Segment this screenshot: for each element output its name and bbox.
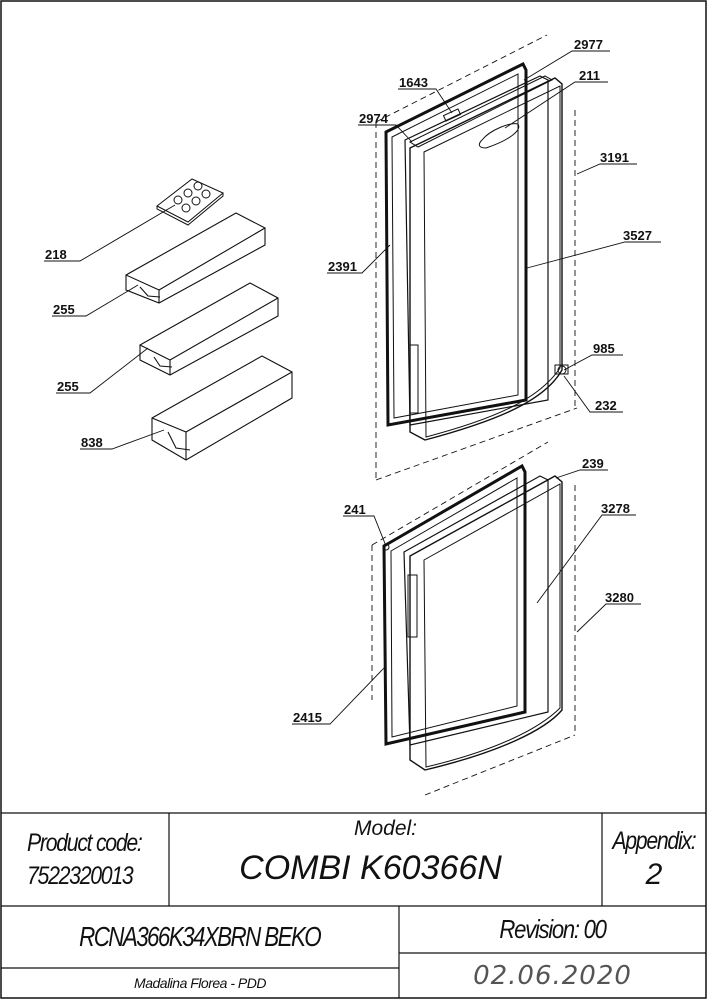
title-block-grid (1, 812, 706, 998)
date: 02.06.2020 (473, 960, 632, 991)
callout-3280: 3280 (605, 590, 634, 605)
callout-3278: 3278 (601, 501, 630, 516)
door-balcony-1 (125, 212, 266, 304)
callout-1643: 1643 (399, 75, 428, 90)
callout-3527: 3527 (623, 228, 652, 243)
upper-door-assembly (375, 34, 578, 481)
callout-241: 241 (344, 502, 366, 517)
callout-232: 232 (595, 398, 617, 413)
upper-door-liner (404, 75, 549, 426)
upper-alignment-dash (375, 34, 548, 123)
callout-255-second: 255 (57, 379, 79, 394)
door-balcony-3 (151, 355, 293, 461)
appendix-cell: Appendix: 2 (602, 813, 706, 906)
lower-door-assembly (371, 441, 576, 796)
callout-985: 985 (593, 341, 615, 356)
lower-door-gasket (382, 463, 527, 746)
model-value: COMBI K60366N (239, 849, 502, 887)
callout-2974: 2974 (359, 111, 389, 126)
callout-2391: 2391 (328, 259, 357, 274)
leader-lines (44, 50, 661, 725)
appendix-label: Appendix: (612, 827, 696, 855)
egg-tray (156, 178, 224, 226)
upper-door-panel (409, 77, 563, 441)
revision-cell: Revision: 00 (399, 906, 706, 953)
product-code-value: 7522320013 (27, 861, 134, 890)
model-label: Model: (353, 817, 418, 840)
lower-door-panel (409, 475, 563, 771)
callout-239: 239 (582, 456, 604, 471)
door-balcony-2 (139, 282, 279, 376)
callout-2415: 2415 (293, 710, 322, 725)
date-cell: 02.06.2020 (399, 953, 706, 998)
product-code-cell: Product code: 7522320013 (1, 813, 169, 906)
product-name-cell: RCNA366K34XBRN BEKO (1, 906, 399, 968)
model-cell: Model: COMBI K60366N (169, 813, 602, 906)
callout-255-first: 255 (53, 302, 75, 317)
product-name: RCNA366K34XBRN BEKO (79, 921, 322, 952)
author: Madalina Florea - PDD (134, 975, 266, 991)
revision: Revision: 00 (499, 914, 607, 944)
callout-211: 211 (579, 68, 600, 83)
product-code-label: Product code: (27, 828, 143, 857)
callout-2977: 2977 (574, 37, 603, 52)
upper-door-gasket (384, 61, 528, 427)
author-cell: Madalina Florea - PDD (1, 968, 399, 998)
callout-labels: 2977 211 1643 2974 3191 218 3527 2391 25… (45, 37, 652, 725)
appendix-value: 2 (645, 858, 663, 891)
upper-door-handle (478, 123, 520, 149)
lower-door-liner (403, 475, 549, 746)
callout-218: 218 (45, 247, 67, 262)
callout-838: 838 (81, 435, 103, 450)
callout-3191: 3191 (600, 150, 629, 165)
